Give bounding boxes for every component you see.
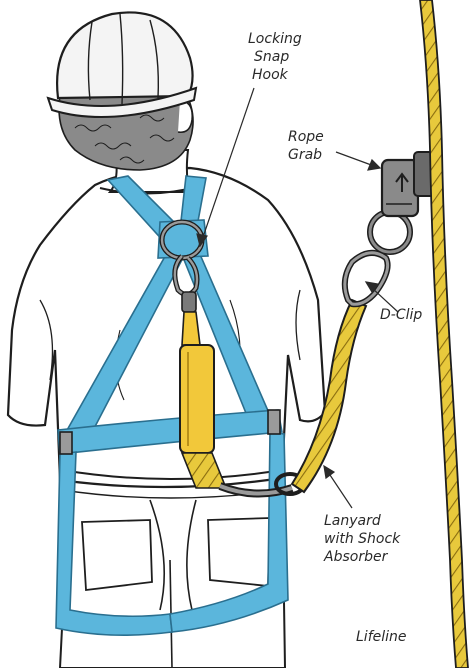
- waist-buckle-right: [268, 410, 280, 434]
- callout-line: Absorber: [324, 548, 400, 566]
- callout-line: D-Clip: [380, 306, 422, 324]
- callout-lifeline: Lifeline: [356, 628, 407, 646]
- callout-line: Snap: [248, 48, 302, 66]
- callout-lanyard: Lanyard with Shock Absorber: [324, 512, 400, 566]
- callout-line: Lifeline: [356, 628, 407, 646]
- callout-d-clip: D-Clip: [380, 306, 422, 324]
- callout-locking-snap-hook: Locking Snap Hook: [248, 30, 302, 84]
- callout-rope-grab: Rope Grab: [288, 128, 324, 164]
- lifeline-rope: [420, 0, 468, 668]
- callout-line: Rope: [288, 128, 324, 146]
- callout-line: Lanyard: [324, 512, 400, 530]
- callout-line: Locking: [248, 30, 302, 48]
- callout-line: Grab: [288, 146, 324, 164]
- waist-buckle-left: [60, 432, 72, 454]
- trousers: [60, 470, 285, 668]
- callout-line: Hook: [248, 66, 302, 84]
- callout-line: with Shock: [324, 530, 400, 548]
